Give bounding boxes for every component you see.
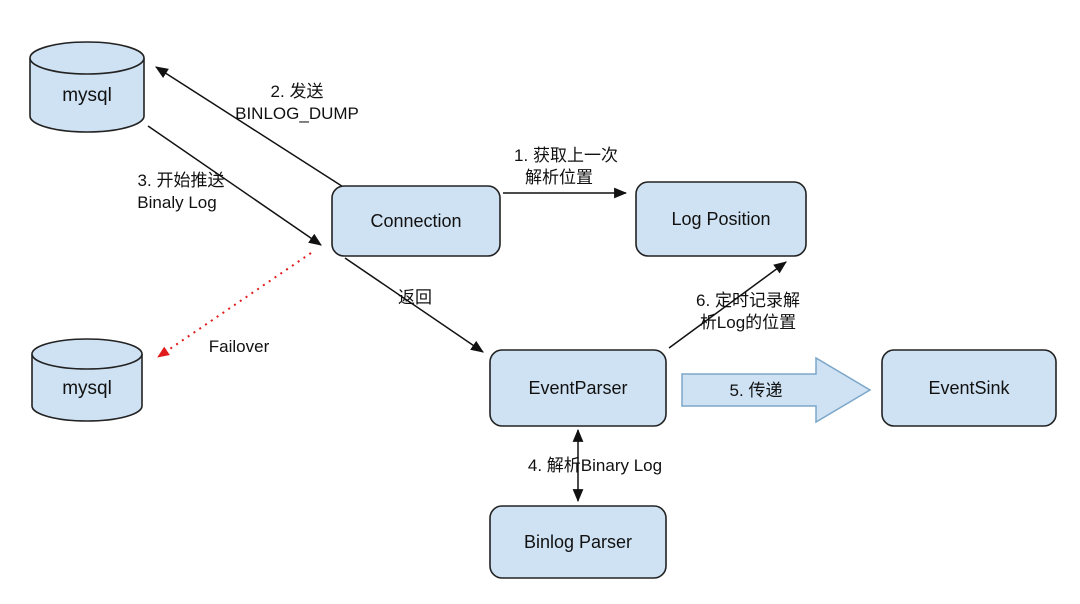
edge-label-push-binlog-line2: Binaly Log: [137, 193, 216, 212]
log-position-node: Log Position: [635, 181, 807, 257]
mysql-master-node: mysql: [29, 41, 145, 133]
mysql-master-cylinder-top: [29, 41, 145, 75]
event-parser-node: EventParser: [489, 349, 667, 427]
edge-label-send-dump-line2: BINLOG_DUMP: [235, 104, 359, 123]
edge-label-transfer: 5. 传递: [730, 381, 783, 400]
binlog-parser-node: Binlog Parser: [489, 505, 667, 579]
edge-label-return: 返回: [398, 288, 432, 307]
mysql-master-label: mysql: [62, 85, 112, 106]
edge-label-failover: Failover: [209, 337, 270, 356]
mysql-standby-cylinder-body: [31, 354, 143, 422]
edge-record-position: 6. 定时记录解 析Log的位置: [668, 261, 800, 349]
mysql-standby-node: mysql: [31, 338, 143, 422]
edge-label-send-dump-line1: 2. 发送: [271, 82, 324, 101]
log-position-label: Log Position: [671, 209, 770, 229]
edge-label-record-position-line2: 析Log的位置: [700, 313, 796, 332]
log-position-box: [635, 181, 807, 257]
edge-failover-line: [157, 252, 312, 358]
edge-transfer: 5. 传递: [681, 356, 872, 424]
event-sink-box: [881, 349, 1057, 427]
mysql-standby-cylinder-top: [31, 338, 143, 370]
edge-push-binlog: 3. 开始推送 Binaly Log: [137, 125, 322, 246]
edge-label-push-binlog-line1: 3. 开始推送: [138, 171, 225, 190]
edge-label-get-position-line1: 1. 获取上一次: [514, 146, 618, 165]
edge-return-line: [344, 257, 484, 353]
transfer-block-arrow: [681, 356, 872, 424]
edge-record-position-line: [668, 261, 787, 349]
edge-label-record-position-line1: 6. 定时记录解: [696, 291, 800, 310]
edge-return: 返回: [344, 257, 484, 353]
edge-push-binlog-line: [147, 125, 322, 246]
binlog-parser-label: Binlog Parser: [524, 532, 632, 552]
connection-box: [331, 185, 501, 257]
edge-label-get-position-line2: 解析位置: [525, 168, 593, 187]
mysql-standby-label: mysql: [62, 378, 112, 399]
event-sink-node: EventSink: [881, 349, 1057, 427]
mysql-master-cylinder-body: [29, 58, 145, 133]
edge-get-position: 1. 获取上一次 解析位置: [503, 146, 628, 199]
edge-parse-binlog: 4. 解析Binary Log: [528, 428, 662, 503]
edge-label-parse-binlog: 4. 解析Binary Log: [528, 456, 662, 475]
binlog-parser-box: [489, 505, 667, 579]
event-sink-label: EventSink: [928, 378, 1010, 398]
event-parser-box: [489, 349, 667, 427]
edge-send-binlog-dump-line: [155, 66, 349, 191]
connection-label: Connection: [370, 211, 461, 231]
connection-node: Connection: [331, 185, 501, 257]
edge-send-binlog-dump: 2. 发送 BINLOG_DUMP: [155, 66, 359, 191]
edge-failover: Failover: [157, 252, 312, 358]
event-parser-label: EventParser: [528, 378, 627, 398]
